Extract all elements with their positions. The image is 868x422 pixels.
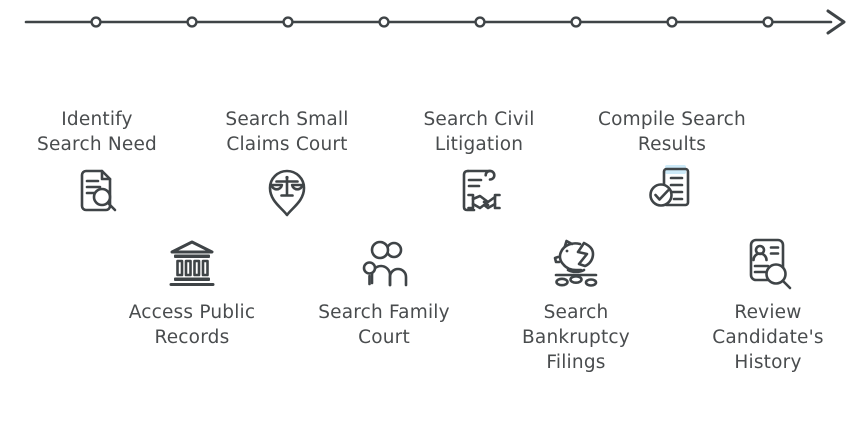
step-identify-search-need: Identify Search Need [5,107,189,218]
document-search-icon [70,164,124,218]
timeline-arrow-icon [826,9,846,35]
family-icon [357,237,411,291]
step-label: Search Bankruptcy Filings [522,302,630,373]
broken-piggy-bank-icon [549,237,603,291]
step-label: Search Family Court [318,302,450,348]
timeline-dot [762,16,774,28]
step-label: Search Small Claims Court [225,109,349,155]
step-review-candidates-history: Review Candidate's History [676,237,860,375]
step-search-small-claims-court: Search Small Claims Court [195,107,379,218]
timeline-dot [474,16,486,28]
step-search-family-court: Search Family Court [292,237,476,350]
step-label: Search Civil Litigation [423,109,535,155]
step-access-public-records: Access Public Records [100,237,284,350]
step-compile-search-results: Compile Search Results [580,107,764,218]
timeline-dot [570,16,582,28]
resume-search-icon [741,237,795,291]
scroll-handshake-icon [452,164,506,218]
step-label: Access Public Records [128,302,256,348]
step-label: Identify Search Need [37,109,157,155]
step-search-bankruptcy-filings: Search Bankruptcy Filings [484,237,668,375]
step-label: Review Candidate's History [712,302,824,373]
timeline-dot [186,16,198,28]
timeline-dot [282,16,294,28]
step-search-civil-litigation: Search Civil Litigation [387,107,571,218]
location-pin-scales-icon [260,164,314,218]
document-checkmark-icon [645,164,699,218]
timeline-dot [90,16,102,28]
timeline-dot [378,16,390,28]
bank-building-icon [165,237,219,291]
timeline-axis [24,9,846,35]
timeline-dot [666,16,678,28]
step-label: Compile Search Results [598,109,746,155]
